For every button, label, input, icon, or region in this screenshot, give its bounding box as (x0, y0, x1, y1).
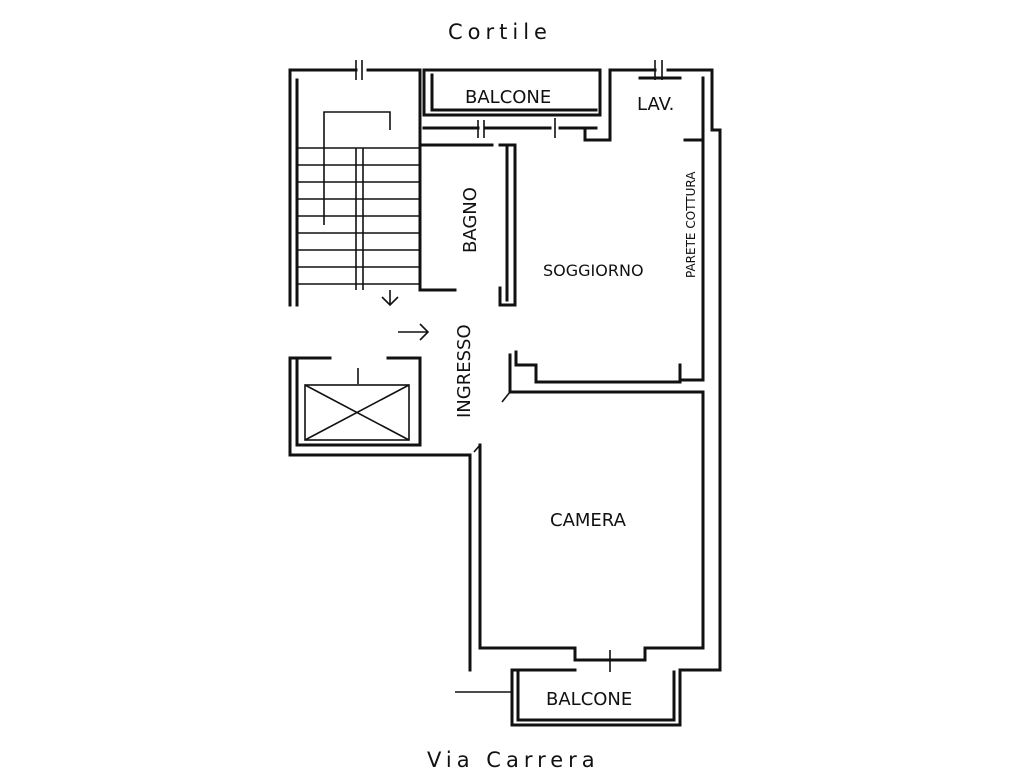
walls (288, 68, 722, 727)
kitchen-wall-label: PARETE COTTURA (684, 171, 698, 278)
courtyard-label: Cortile (448, 20, 552, 44)
door-marks (473, 391, 511, 453)
living-room-label: SOGGIORNO (543, 261, 644, 280)
entry-arrow (398, 323, 430, 341)
balcony-bottom-label: BALCONE (546, 689, 632, 710)
bedroom-label: CAMERA (550, 510, 627, 531)
lift-shaft (304, 384, 410, 441)
balcony-top-label: BALCONE (465, 87, 551, 108)
bathroom-label: BAGNO (460, 187, 481, 253)
laundry-label: LAV. (637, 94, 674, 115)
entrance-label: INGRESSO (454, 324, 475, 418)
window-marks (355, 60, 663, 672)
staircase (297, 111, 420, 307)
street-label: Via Carrera (427, 748, 600, 772)
